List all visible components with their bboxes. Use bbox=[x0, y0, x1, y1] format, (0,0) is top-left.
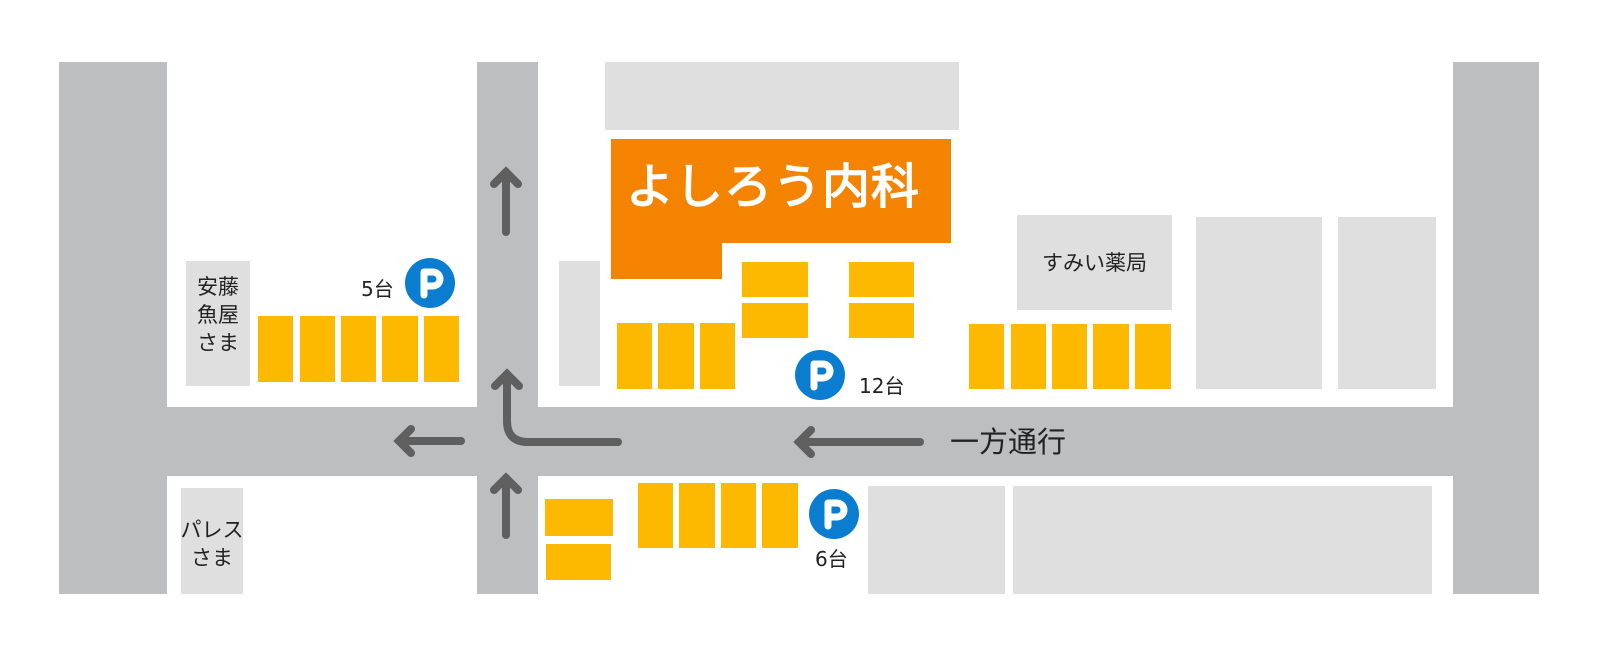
parking-space bbox=[546, 544, 611, 580]
road-west-vertical bbox=[59, 62, 167, 594]
road-east-vertical bbox=[1453, 62, 1539, 594]
parking-count-clinic: 12台 bbox=[859, 374, 905, 398]
parking-space bbox=[300, 316, 335, 382]
building-palace bbox=[181, 488, 243, 594]
parking-space bbox=[1093, 324, 1129, 389]
building-small bbox=[559, 261, 600, 386]
parking-space bbox=[1011, 324, 1046, 389]
palace-label: パレス さま bbox=[172, 516, 252, 572]
parking-space bbox=[1135, 324, 1171, 389]
parking-space bbox=[849, 303, 914, 338]
parking-space bbox=[658, 323, 694, 389]
parking-space bbox=[617, 323, 652, 389]
parking-space bbox=[721, 483, 756, 548]
parking-space bbox=[341, 316, 376, 382]
parking-space bbox=[679, 483, 715, 548]
parking-space bbox=[969, 324, 1004, 389]
clinic-building-annex bbox=[611, 243, 722, 279]
parking-space bbox=[258, 316, 293, 382]
parking-space bbox=[762, 483, 798, 548]
ando-label-line2: 魚屋 bbox=[197, 303, 239, 327]
parking-space bbox=[638, 483, 673, 548]
arrow-up-icon bbox=[490, 166, 522, 236]
ando-label-line3: さま bbox=[197, 331, 239, 355]
parking-icon bbox=[795, 350, 845, 400]
building-ando-fish-shop: 安藤 魚屋 さま bbox=[186, 261, 250, 386]
parking-icon bbox=[405, 258, 455, 308]
building-east-1 bbox=[1196, 217, 1322, 389]
one-way-label: 一方通行 bbox=[950, 425, 1067, 459]
palace-label-line1: パレス bbox=[180, 518, 244, 542]
palace-label-line2: さま bbox=[191, 546, 233, 570]
clinic-name: よしろう内科 bbox=[626, 159, 921, 215]
clinic-building bbox=[611, 139, 951, 243]
arrow-left-icon bbox=[393, 425, 465, 457]
parking-space bbox=[700, 323, 735, 389]
parking-space bbox=[424, 316, 459, 382]
building-pharmacy bbox=[1017, 215, 1172, 310]
parking-space bbox=[1052, 324, 1087, 389]
building-south-2 bbox=[1013, 486, 1432, 594]
parking-space bbox=[742, 262, 808, 297]
parking-icon bbox=[809, 489, 859, 539]
parking-count-west: 5台 bbox=[361, 277, 394, 301]
parking-space bbox=[742, 303, 808, 338]
ando-label-line1: 安藤 bbox=[197, 275, 239, 299]
arrow-left-icon bbox=[793, 426, 924, 458]
building-north bbox=[605, 62, 959, 130]
pharmacy-label: すみい薬局 bbox=[1042, 251, 1147, 275]
arrow-turn-up-icon bbox=[491, 368, 622, 446]
parking-space bbox=[382, 316, 418, 382]
building-east-2 bbox=[1338, 217, 1436, 389]
building-south-1 bbox=[868, 486, 1005, 594]
parking-space bbox=[849, 262, 914, 297]
arrow-up-icon bbox=[490, 472, 522, 539]
parking-space bbox=[545, 499, 613, 536]
parking-count-south: 6台 bbox=[815, 547, 848, 571]
